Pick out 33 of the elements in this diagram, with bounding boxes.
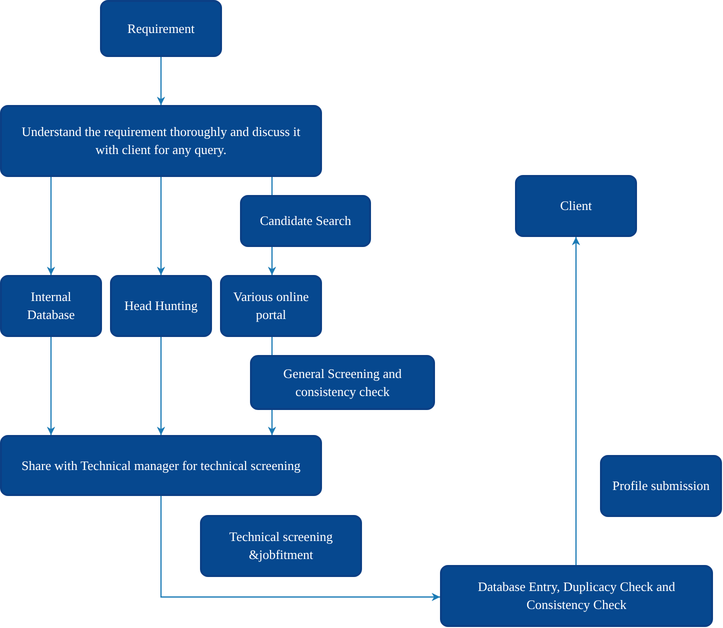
box-label: General Screening and consistency check — [282, 364, 403, 400]
arrow — [156, 337, 166, 435]
arrow — [572, 237, 580, 565]
process-box — [100, 0, 222, 57]
box-label: Various online portal — [232, 288, 310, 324]
process-box — [220, 275, 322, 337]
process-box — [240, 195, 371, 247]
process-box — [0, 105, 322, 177]
arrow — [160, 496, 440, 602]
process-box — [600, 455, 722, 517]
box-label: Profile submission — [612, 477, 710, 495]
box-label: Internal Database — [26, 288, 76, 324]
arrow — [268, 247, 276, 275]
box-label: Client — [560, 197, 592, 215]
arrow — [156, 57, 166, 105]
arrow — [156, 177, 166, 275]
process-box — [515, 175, 637, 237]
box-label: Requirement — [127, 20, 195, 38]
process-box — [440, 565, 713, 627]
box-label: Understand the requirement thoroughly and discuss it with client for any query. — [20, 123, 302, 159]
box-label: Database Entry, Duplicacy Check and Consistency Check — [476, 578, 676, 614]
process-box — [110, 275, 212, 337]
box-label: Technical screening &jobfitment — [228, 528, 334, 564]
process-box — [0, 435, 322, 496]
arrow — [46, 337, 56, 435]
box-label: Candidate Search — [260, 212, 352, 230]
arrow — [46, 177, 56, 275]
process-box — [250, 355, 435, 410]
arrow — [268, 410, 276, 435]
box-label: Share with Technical manager for technical screening — [22, 456, 300, 474]
process-box — [200, 515, 362, 577]
box-label: Head Hunting — [124, 297, 198, 315]
process-box — [0, 275, 102, 337]
